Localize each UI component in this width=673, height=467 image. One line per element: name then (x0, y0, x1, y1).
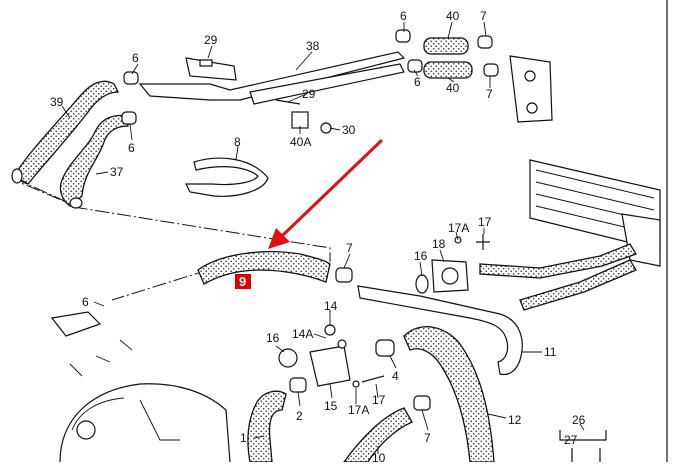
label-6-fitting: 6 (82, 295, 89, 309)
label-16-lower: 16 (266, 331, 280, 345)
valve-body-15 (309, 345, 351, 387)
washer-17A-lower (352, 380, 360, 388)
heater-core-outlet (621, 213, 661, 267)
clamp-band-8 (185, 157, 269, 197)
hose-heater-supply (479, 243, 637, 279)
label-17A-upper: 17A (448, 221, 469, 235)
label-17A-lower: 17A (348, 403, 369, 417)
nut-30 (320, 122, 332, 134)
flange-hole-top (524, 70, 536, 82)
hose-39-end (11, 168, 23, 184)
seal-14A (337, 339, 347, 349)
label-40A: 40A (290, 135, 311, 149)
coolant-pipe-11 (357, 285, 523, 376)
clamp-6-upper (123, 71, 139, 85)
heater-core-fins (535, 169, 655, 235)
clamp-7-hose9 (335, 267, 353, 283)
label-1: 1 (240, 431, 247, 445)
label-30: 30 (342, 123, 356, 137)
label-17-upper: 17 (478, 215, 492, 229)
cable-rod (249, 63, 405, 105)
callout-labels: 6 40 7 29 38 6 6 40 7 39 29 30 6 40A 8 3… (50, 9, 586, 465)
label-7-hose9: 7 (346, 241, 353, 255)
flange-hole-bottom (526, 102, 538, 114)
label-29-top: 29 (204, 33, 218, 47)
label-4: 4 (392, 369, 399, 383)
label-40-top: 40 (446, 9, 460, 23)
screw-14 (324, 324, 336, 336)
hose-40-upper (423, 37, 469, 55)
engine-port (76, 420, 96, 440)
clamp-7-top (477, 35, 493, 49)
hose-12 (403, 326, 495, 463)
engine-ribs (69, 339, 133, 377)
highlight-badge (235, 274, 251, 289)
hose-1 (247, 390, 287, 463)
clamp-6-mid (407, 59, 423, 73)
cable-bracket-38 (138, 51, 406, 101)
label-7-top: 7 (480, 9, 487, 23)
label-37: 37 (110, 165, 124, 179)
label-16-upper: 16 (414, 249, 428, 263)
mounting-plate (185, 57, 237, 81)
engine-block-detail (71, 397, 125, 431)
clamp-2 (289, 377, 307, 393)
hose-39 (13, 80, 120, 185)
engine-mount (139, 399, 180, 441)
label-18: 18 (432, 237, 446, 251)
highlighted-part-tag[interactable]: 9 (235, 274, 251, 289)
label-40-lower: 40 (446, 81, 460, 95)
label-15: 15 (324, 399, 338, 413)
label-7-lower: 7 (424, 431, 431, 445)
screw-17-upper (476, 234, 490, 250)
o-ring-16-upper (415, 274, 429, 294)
label-17-lower: 17 (372, 393, 386, 407)
label-6-mid: 6 (414, 75, 421, 89)
hose-40-lower (423, 61, 473, 79)
highlight-label-9: 9 (239, 274, 246, 289)
label-11: 11 (544, 345, 557, 359)
leader-lines (61, 21, 585, 454)
label-29-lower: 29 (302, 87, 316, 101)
clamp-6-top (395, 29, 411, 43)
clamp-7-lower (413, 395, 431, 411)
screw-17-lower (361, 375, 385, 383)
clamp-6-lower (121, 111, 137, 125)
assembly-line-top (13, 177, 331, 262)
o-ring-16-lower (278, 348, 298, 368)
assembly-line-left (111, 269, 209, 301)
hose-10 (342, 407, 413, 463)
label-6-hose37: 6 (128, 141, 135, 155)
label-7-mid: 7 (486, 87, 493, 101)
bracket-40A (291, 111, 309, 129)
bracket-26-outline (559, 430, 607, 441)
label-6-top: 6 (400, 9, 407, 23)
label-39: 39 (50, 95, 64, 109)
label-14: 14 (324, 299, 338, 313)
label-2: 2 (296, 409, 303, 423)
fitting-6 (50, 311, 102, 337)
hose-37 (59, 114, 129, 207)
bracket-27-outline (571, 448, 601, 462)
label-12: 12 (508, 413, 522, 427)
label-14A: 14A (292, 327, 313, 341)
flange-plate (509, 55, 553, 123)
label-8: 8 (234, 135, 241, 149)
label-26: 26 (572, 413, 586, 427)
hose-9 (197, 251, 331, 285)
red-arrow-icon (268, 138, 384, 249)
bolt-29-head (199, 59, 213, 67)
clamp-7-mid (483, 63, 499, 77)
label-38: 38 (306, 39, 320, 53)
hose-37-end (69, 197, 83, 209)
flange-18-bore (441, 267, 459, 285)
clamp-4 (375, 339, 395, 357)
label-27: 27 (564, 433, 578, 447)
label-10: 10 (372, 451, 386, 462)
hose-heater-return (519, 259, 637, 311)
engine-block (59, 383, 231, 463)
label-6-hose39: 6 (132, 51, 139, 65)
